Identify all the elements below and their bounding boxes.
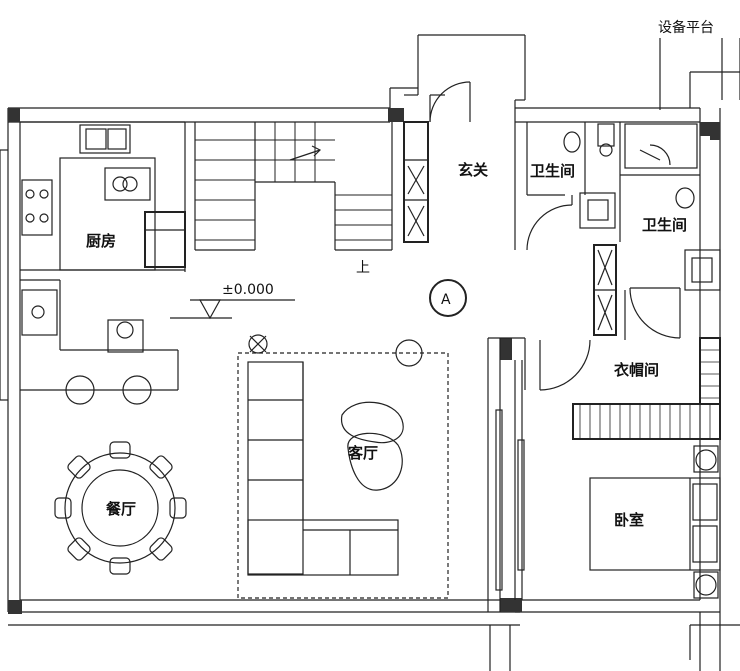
staircase: 上 <box>194 122 393 276</box>
dining-label: 餐厅 <box>106 500 136 518</box>
kitchen-label: 厨房 <box>86 232 116 250</box>
left-window <box>0 149 8 401</box>
stair-up-label: 上 <box>356 260 370 276</box>
entrance-door <box>389 34 526 123</box>
dining-area: 餐厅 <box>20 279 187 575</box>
bottom-window <box>489 625 691 671</box>
living-room: 客厅 <box>237 334 449 599</box>
entrance-hall: 玄关 <box>403 121 488 243</box>
equipment-platform: 设备平台 <box>658 19 740 110</box>
corridor-walls <box>487 337 526 612</box>
axis-marker: A <box>429 279 467 317</box>
structural-columns <box>8 108 720 614</box>
bedroom: 卧室 <box>589 445 721 599</box>
outer-walls <box>7 107 740 671</box>
entrance-label: 玄关 <box>458 161 488 179</box>
bath2-label: 卫生间 <box>642 216 687 234</box>
cloakroom-label: 衣帽间 <box>614 361 659 379</box>
living-label: 客厅 <box>347 444 378 462</box>
sofa <box>247 361 399 576</box>
coffee-table <box>341 401 404 491</box>
cloakroom: 衣帽间 <box>539 244 721 440</box>
bedroom-label: 卧室 <box>614 511 644 529</box>
axis-marker-label: A <box>441 292 451 308</box>
equipment-platform-label: 设备平台 <box>658 19 714 36</box>
bathrooms: 卫生间 卫生间 <box>514 122 721 339</box>
bath1-label: 卫生间 <box>530 162 575 180</box>
elevation-marker: ±0.000 <box>170 282 295 320</box>
dining-chairs <box>54 441 187 575</box>
kitchen: 厨房 <box>20 121 186 272</box>
elevation-label: ±0.000 <box>222 282 274 298</box>
